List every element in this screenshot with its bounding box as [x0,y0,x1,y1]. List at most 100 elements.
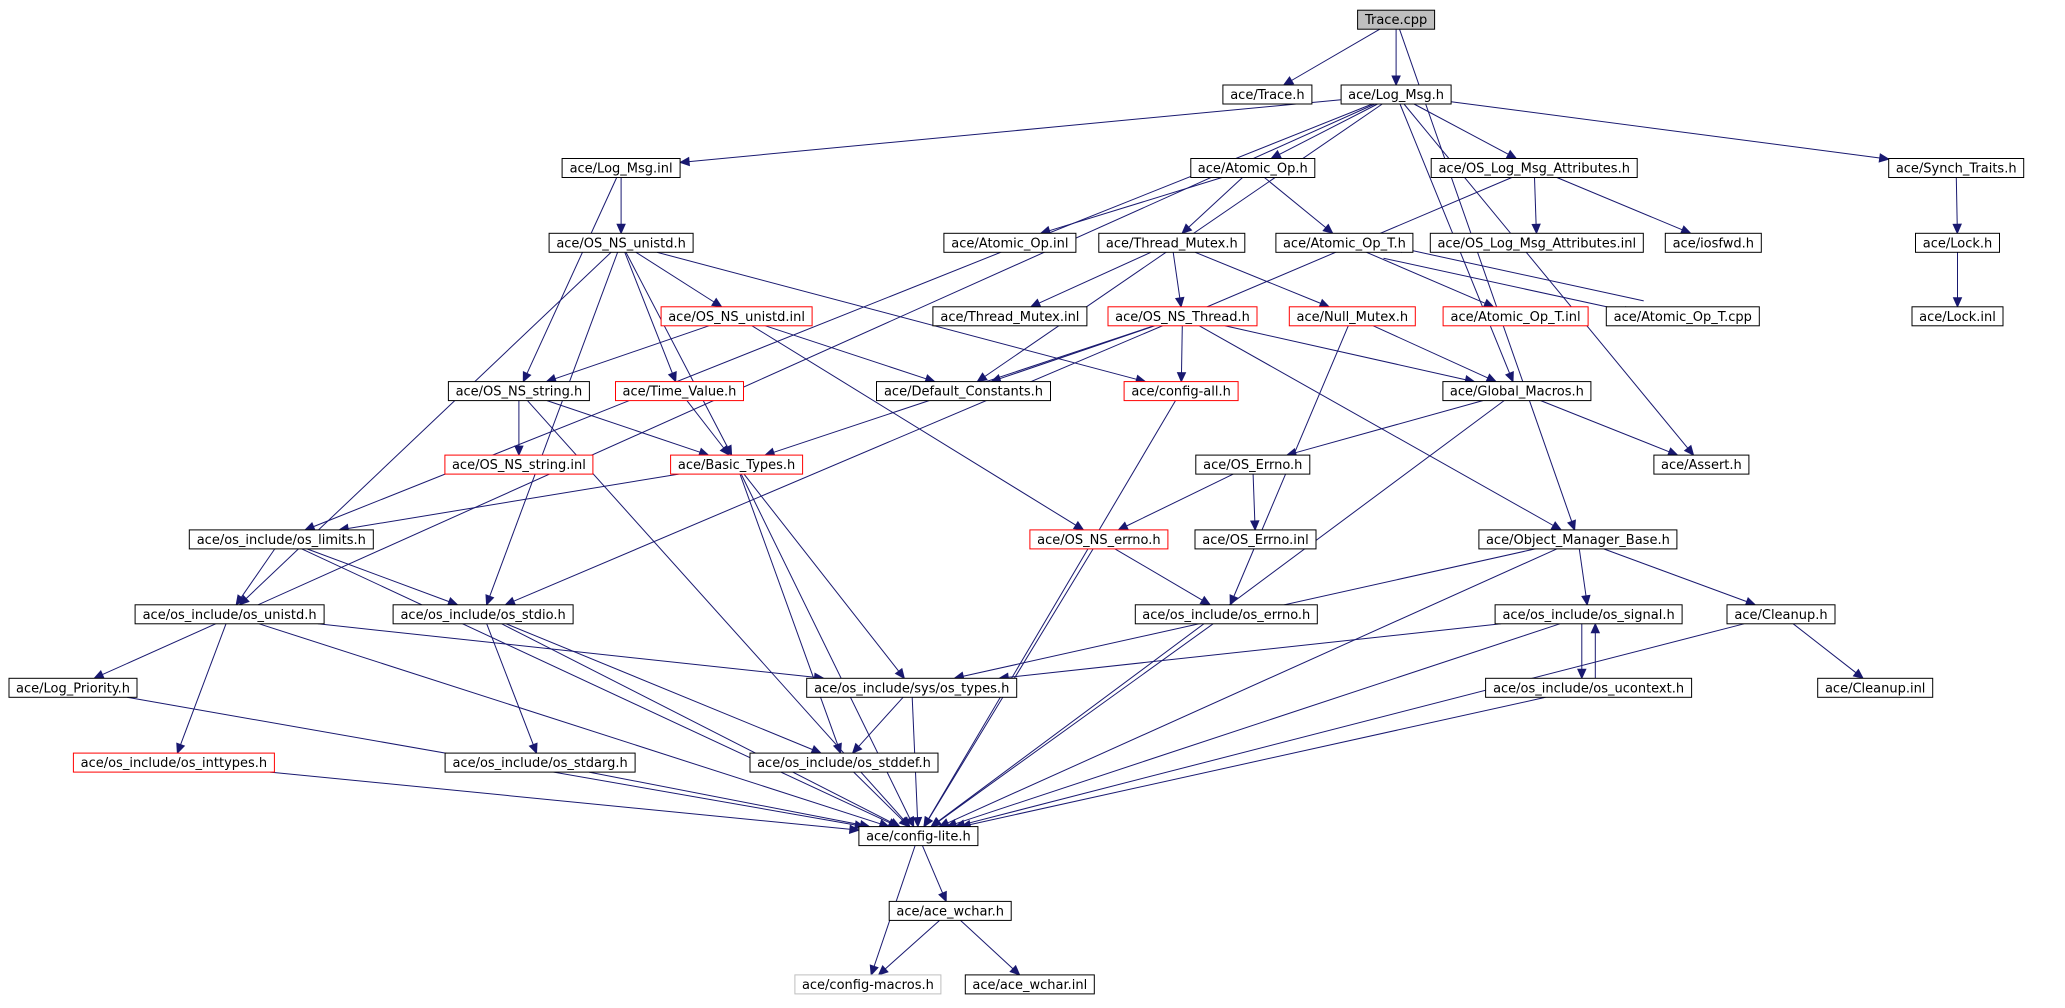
dependency-edge-os_ucontext_h-to-os_signal_h [1590,622,1601,679]
file-node-os-ns-thread-h[interactable]: ace/OS_NS_Thread.h [1107,306,1258,327]
edge-line [1383,257,1626,312]
file-node-atomic-op-t-inl[interactable]: ace/Atomic_Op_T.inl [1442,306,1589,327]
file-node-assert-h[interactable]: ace/Assert.h [1653,454,1750,475]
edge-arrowhead [1250,520,1260,532]
file-node-os-inttypes-h[interactable]: ace/os_include/os_inttypes.h [72,752,275,773]
node-label: ace/OS_Errno.h [1203,458,1302,473]
edge-arrowhead [504,596,517,606]
edge-line [743,473,900,672]
edges-layer [93,28,1963,977]
file-node-trace-h[interactable]: ace/Trace.h [1222,84,1313,105]
node-label: ace/Thread_Mutex.inl [940,310,1079,325]
file-node-cleanup-h[interactable]: ace/Cleanup.h [1726,604,1836,625]
dependency-edge-os_ns_errno_h-to-os_errno_inc_h [1114,548,1212,606]
file-node-atomic-op-t-h[interactable]: ace/Atomic_Op_T.h [1275,232,1414,253]
edge-line [624,252,673,374]
edge-line [1126,473,1234,527]
edge-line [963,623,1745,825]
file-node-log-msg-inl[interactable]: ace/Log_Msg.inl [561,158,681,178]
node-label: ace/Thread_Mutex.h [1106,236,1238,251]
edge-line [317,623,815,678]
file-node-ace-wchar-inl[interactable]: ace/ace_wchar.inl [964,974,1095,995]
file-node-os-ns-errno-h[interactable]: ace/OS_NS_errno.h [1029,529,1169,550]
node-label: ace/Atomic_Op.inl [951,236,1068,251]
edge-arrowhead [1590,622,1601,634]
file-node-os-ns-string-h[interactable]: ace/OS_NS_string.h [447,381,590,402]
edge-arrowhead [1318,298,1331,308]
file-node-thread-mutex-inl[interactable]: ace/Thread_Mutex.inl [932,306,1088,327]
edge-line [1049,177,1223,232]
file-node-os-limits-h[interactable]: ace/os_include/os_limits.h [188,529,374,550]
file-node-os-ns-unistd-h[interactable]: ace/OS_NS_unistd.h [548,232,694,253]
file-node-os-ns-unistd-inl[interactable]: ace/OS_NS_unistd.inl [660,306,813,327]
edge-line [270,771,850,830]
file-node-synch-traits-h[interactable]: ace/Synch_Traits.h [1888,158,2025,178]
file-node-sys-os-types-h[interactable]: ace/os_include/sys/os_types.h [806,677,1018,698]
file-node-iosfwd-h[interactable]: ace/iosfwd.h [1664,232,1762,253]
edge-line [554,325,710,380]
file-node-os-stddef-h[interactable]: ace/os_include/os_stddef.h [749,752,939,773]
file-node-null-mutex-h[interactable]: ace/Null_Mutex.h [1288,306,1416,327]
node-label: ace/Atomic_Op.h [1198,162,1308,177]
file-node-ace-wchar-h[interactable]: ace/ace_wchar.h [888,900,1012,921]
edge-arrowhead [1174,296,1185,309]
edge-line [921,845,944,894]
file-node-os-stdio-h[interactable]: ace/os_include/os_stdio.h [392,604,574,625]
node-label: ace/Default_Constants.h [884,385,1043,400]
file-node-os-stdarg-h[interactable]: ace/os_include/os_stdarg.h [444,752,636,773]
file-node-os-errno-h[interactable]: ace/OS_Errno.h [1195,454,1311,475]
edge-arrowhead [1531,223,1541,235]
file-node-default-constants-h[interactable]: ace/Default_Constants.h [876,381,1051,402]
file-node-os-log-msg-attr-inl[interactable]: ace/OS_Log_Msg_Attributes.inl [1429,232,1644,253]
edge-line [853,771,903,821]
edge-arrowhead [1117,521,1129,531]
file-node-lock-inl[interactable]: ace/Lock.inl [1911,306,2004,327]
edge-line [1295,400,1483,454]
file-node-time-value-h[interactable]: ace/Time_Value.h [615,381,744,402]
file-node-os-errno-inc-h[interactable]: ace/os_include/os_errno.h [1134,604,1318,625]
node-label: ace/OS_NS_string.inl [452,458,586,473]
node-box [444,752,636,773]
file-node-trace-cpp[interactable]: Trace.cpp [1357,9,1436,30]
node-box [8,677,138,698]
file-node-log-priority-h[interactable]: ace/Log_Priority.h [8,677,138,698]
file-node-atomic-op-t-cpp[interactable]: ace/Atomic_Op_T.cpp [1605,306,1760,327]
file-node-config-all-h[interactable]: ace/config-all.h [1123,381,1239,402]
file-node-lock-h[interactable]: ace/Lock.h [1915,232,2000,253]
file-node-global-macros-h[interactable]: ace/Global_Macros.h [1442,381,1592,402]
file-node-log-msg-h[interactable]: ace/Log_Msg.h [1340,84,1452,105]
file-node-atomic-op-inl[interactable]: ace/Atomic_Op.inl [943,232,1077,253]
file-node-os-log-msg-attr-h[interactable]: ace/OS_Log_Msg_Attributes.h [1430,158,1638,178]
file-node-cleanup-inl[interactable]: ace/Cleanup.inl [1817,677,1934,698]
edge-line [301,548,891,824]
file-node-object-manager-base-h[interactable]: ace/Object_Manager_Base.h [1478,529,1678,550]
node-label: ace/Synch_Traits.h [1896,162,2017,177]
node-box [964,974,1095,995]
file-node-basic-types-h[interactable]: ace/Basic_Types.h [670,454,804,475]
file-node-config-macros-h[interactable]: ace/config-macros.h [794,974,942,995]
node-box [1442,381,1592,402]
dependency-edge-os_limits_h-to-os_unistd_h [235,548,276,606]
file-node-os-unistd-h[interactable]: ace/os_include/os_unistd.h [134,604,325,625]
file-node-os-errno-inl[interactable]: ace/OS_Errno.inl [1194,529,1317,550]
node-box [806,677,1018,698]
dependency-edge-ace_wchar_h-to-config_macros_h [877,920,940,976]
dependency-edge-cleanup_h-to-cleanup_inl [1792,623,1864,680]
dependency-edge-log_msg_h-to-assert_h [1403,103,1695,457]
file-node-os-ucontext-h[interactable]: ace/os_include/os_ucontext.h [1485,677,1693,698]
edge-arrowhead [93,669,105,679]
node-box [670,454,804,475]
node-box [1485,677,1693,698]
file-node-config-lite-h[interactable]: ace/config-lite.h [858,826,979,847]
file-node-os-signal-h[interactable]: ace/os_include/os_signal.h [1494,604,1683,625]
file-node-atomic-op-h[interactable]: ace/Atomic_Op.h [1190,158,1316,178]
edge-arrowhead [1072,520,1085,531]
node-label: ace/Time_Value.h [623,385,737,400]
file-node-thread-mutex-h[interactable]: ace/Thread_Mutex.h [1098,232,1246,253]
file-node-os-ns-string-inl[interactable]: ace/OS_NS_string.inl [444,454,594,475]
node-box [1098,232,1246,253]
node-label: ace/OS_NS_unistd.h [556,236,686,251]
node-box [1430,158,1638,178]
dependency-edge-basic_types_h-to-os_stddef_h [739,473,842,755]
